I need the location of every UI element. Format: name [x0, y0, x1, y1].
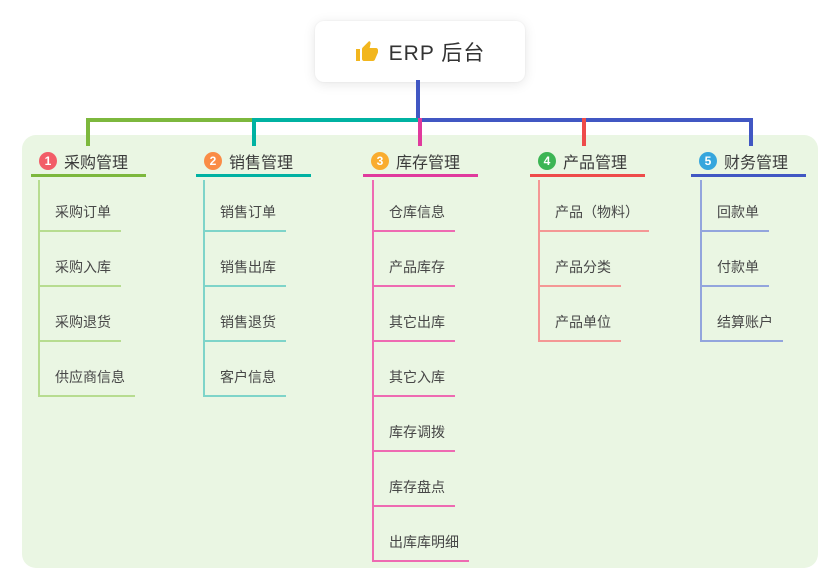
leaf-node[interactable]: 供应商信息	[38, 369, 135, 397]
leaf-node[interactable]: 采购入库	[38, 259, 121, 287]
branch-node-2[interactable]: 2 销售管理	[196, 147, 311, 177]
connector-segment-purchase	[86, 118, 254, 122]
root-node-label: ERP 后台	[388, 41, 486, 65]
leaf-node[interactable]: 采购退货	[38, 314, 121, 342]
connector-drop-2	[252, 118, 256, 146]
leaf-node[interactable]: 销售退货	[203, 314, 286, 342]
leaf-node[interactable]: 付款单	[700, 259, 769, 287]
connector-segment-sales	[254, 118, 420, 122]
connector-drop-4	[582, 118, 586, 146]
child-stem-5	[700, 180, 702, 341]
leaf-node[interactable]: 产品分类	[538, 259, 621, 287]
child-stem-1	[38, 180, 40, 396]
connector-drop-1	[86, 118, 90, 146]
branch-label: 产品管理	[563, 154, 628, 172]
branch-badge-5: 5	[699, 151, 717, 170]
leaf-node[interactable]: 客户信息	[203, 369, 286, 397]
leaf-node[interactable]: 出库库明细	[372, 534, 469, 562]
branch-label: 销售管理	[229, 154, 294, 172]
leaf-node[interactable]: 产品单位	[538, 314, 621, 342]
thumbs-up-icon	[355, 40, 379, 64]
branch-node-3[interactable]: 3 库存管理	[363, 147, 478, 177]
branch-badge-2: 2	[204, 151, 222, 170]
root-node-erp[interactable]: ERP 后台	[315, 21, 525, 82]
root-connector-line	[416, 80, 420, 122]
branch-label: 财务管理	[724, 154, 789, 172]
leaf-node[interactable]: 其它入库	[372, 369, 455, 397]
branch-badge-1: 1	[39, 151, 57, 170]
leaf-node[interactable]: 库存盘点	[372, 479, 455, 507]
branch-node-1[interactable]: 1 采购管理	[31, 147, 146, 177]
leaf-node[interactable]: 销售订单	[203, 204, 286, 232]
branch-badge-4: 4	[538, 151, 556, 170]
leaf-node[interactable]: 采购订单	[38, 204, 121, 232]
branch-node-4[interactable]: 4 产品管理	[530, 147, 645, 177]
leaf-node[interactable]: 结算账户	[700, 314, 783, 342]
child-stem-4	[538, 180, 540, 341]
child-stem-2	[203, 180, 205, 396]
branch-label: 采购管理	[64, 154, 129, 172]
branch-badge-3: 3	[371, 151, 389, 170]
connector-segment-finance	[420, 118, 753, 122]
leaf-node[interactable]: 库存调拨	[372, 424, 455, 452]
leaf-node[interactable]: 销售出库	[203, 259, 286, 287]
child-stem-3	[372, 180, 374, 561]
leaf-node[interactable]: 其它出库	[372, 314, 455, 342]
connector-drop-5	[749, 118, 753, 146]
leaf-node[interactable]: 产品库存	[372, 259, 455, 287]
branches-panel	[22, 135, 818, 568]
connector-drop-3	[418, 118, 422, 146]
leaf-node[interactable]: 产品（物料）	[538, 204, 649, 232]
branch-label: 库存管理	[396, 154, 461, 172]
thumbs-up-path	[355, 40, 378, 61]
leaf-node[interactable]: 仓库信息	[372, 204, 455, 232]
branch-node-5[interactable]: 5 财务管理	[691, 147, 806, 177]
leaf-node[interactable]: 回款单	[700, 204, 769, 232]
